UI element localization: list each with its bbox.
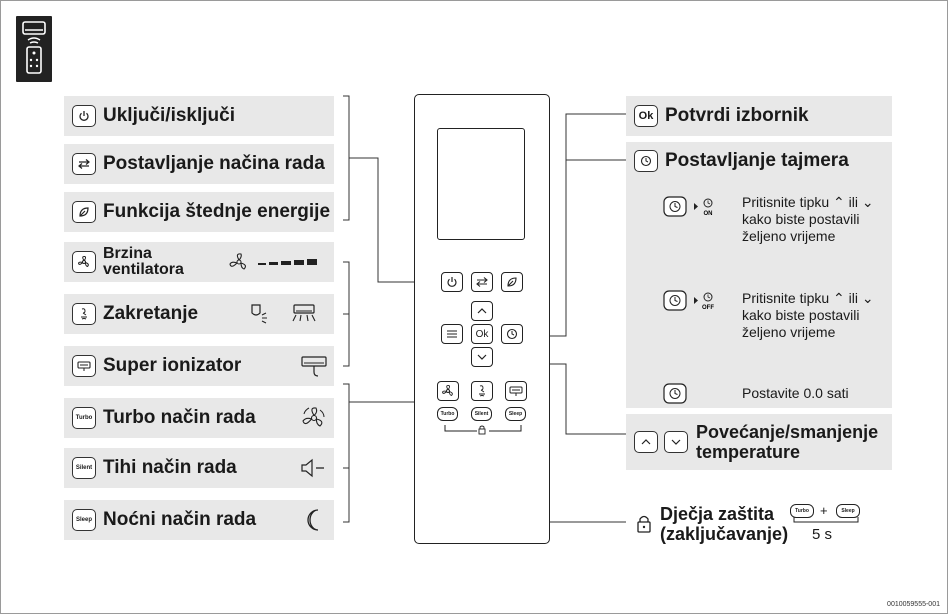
ionizer-icon (72, 355, 96, 377)
remote-control: Ok Turbo Silent Sleep (414, 94, 550, 544)
fan-speed-levels-icon (229, 253, 317, 270)
child-lock-item: Dječja zaštita (zaključavanje) Turbo + S… (626, 500, 892, 548)
eco-item: Funkcija štednje energije (64, 192, 334, 232)
turbo-label: Turbo način rada (103, 407, 256, 428)
mode-label: Postavljanje načina rada (103, 153, 325, 174)
moon-icon (307, 509, 319, 531)
timer-reset-icon (663, 383, 687, 404)
fan-icon (72, 251, 96, 273)
ionizer-unit-icon (301, 356, 327, 377)
remote-sleep-button[interactable]: Sleep (505, 407, 526, 421)
remote-display (437, 128, 525, 240)
document-id: 0010059555-001 (887, 601, 940, 608)
remote-eco-button[interactable] (501, 272, 523, 292)
remote-ok-button[interactable]: Ok (471, 324, 493, 344)
remote-swing-button[interactable] (471, 381, 493, 401)
remote-timer-button[interactable] (501, 324, 523, 344)
remote-ionizer-button[interactable] (505, 381, 527, 401)
sleep-item: Sleep Noćni način rada (64, 500, 334, 540)
ionizer-item: Super ionizator (64, 346, 334, 386)
remote-turbo-button[interactable]: Turbo (437, 407, 458, 421)
lock-duration: 5 s (812, 526, 833, 543)
fan-speed-item: Brzina ventilatora (64, 242, 334, 282)
timer-reset-text: Postavite 0.0 sati (742, 385, 849, 401)
timer-off-text: Pritisnite tipku ⌃ ili ⌄ kako biste post… (742, 290, 874, 340)
ok-item: Ok Potvrdi izbornik (626, 96, 892, 136)
ok-label: Potvrdi izbornik (665, 105, 809, 126)
ok-icon: Ok (634, 105, 658, 127)
timer-item: Postavljanje tajmera (626, 142, 892, 408)
timer-off-sequence: OFF (663, 290, 714, 311)
remote-up-button[interactable] (471, 301, 493, 321)
silent-item: Silent Tihi način rada (64, 448, 334, 488)
swing-label: Zakretanje (103, 303, 199, 324)
silent-label: Tihi način rada (103, 457, 237, 478)
power-item: Uključi/isključi (64, 96, 334, 136)
temp-label: Povećanje/smanjenje temperature (696, 422, 879, 462)
power-icon (72, 105, 96, 127)
remote-menu-button[interactable] (441, 324, 463, 344)
speaker-mute-icon (301, 458, 324, 478)
fan-speed-label: Brzina ventilatora (103, 245, 184, 278)
lock-sleep-key: Sleep (836, 504, 860, 518)
temp-item: Povećanje/smanjenje temperature (626, 414, 892, 470)
turbo-item: Turbo Turbo način rada (64, 398, 334, 438)
turbo-fan-icon (302, 407, 325, 427)
silent-icon: Silent (72, 457, 96, 479)
timer-on-tag: ON (704, 211, 713, 217)
lock-plus: + (820, 503, 828, 518)
timer-icon (634, 150, 658, 172)
timer-on-sequence: ON (663, 196, 713, 217)
remote-fan-button[interactable] (437, 381, 459, 401)
mode-item: Postavljanje načina rada (64, 144, 334, 184)
leaf-icon (72, 201, 96, 223)
remote-down-button[interactable] (471, 347, 493, 367)
down-arrow-icon (664, 431, 688, 453)
lock-combo-bracket (793, 517, 859, 523)
timer-label: Postavljanje tajmera (665, 150, 849, 171)
lock-turbo-key: Turbo (790, 504, 814, 518)
swing-modes-icon (251, 304, 316, 324)
ac-remote-logo-icon (22, 21, 46, 74)
swing-icon (72, 303, 96, 325)
mode-icon (72, 153, 96, 175)
turbo-icon: Turbo (72, 407, 96, 429)
padlock-icon (636, 514, 652, 534)
eco-label: Funkcija štednje energije (103, 201, 331, 222)
timer-on-text: Pritisnite tipku ⌃ ili ⌄ kako biste post… (742, 194, 874, 244)
timer-off-tag: OFF (702, 305, 714, 311)
child-lock-label: Dječja zaštita (zaključavanje) (660, 504, 789, 544)
remote-power-button[interactable] (441, 272, 463, 292)
sleep-icon: Sleep (72, 509, 96, 531)
sleep-label: Noćni način rada (103, 509, 257, 530)
remote-silent-button[interactable]: Silent (471, 407, 492, 421)
remote-mode-button[interactable] (471, 272, 493, 292)
ac-remote-logo (16, 16, 52, 82)
up-arrow-icon (634, 431, 658, 453)
swing-item: Zakretanje (64, 294, 334, 334)
power-label: Uključi/isključi (103, 105, 235, 126)
ionizer-label: Super ionizator (103, 355, 242, 376)
remote-lock-bracket (444, 425, 522, 435)
